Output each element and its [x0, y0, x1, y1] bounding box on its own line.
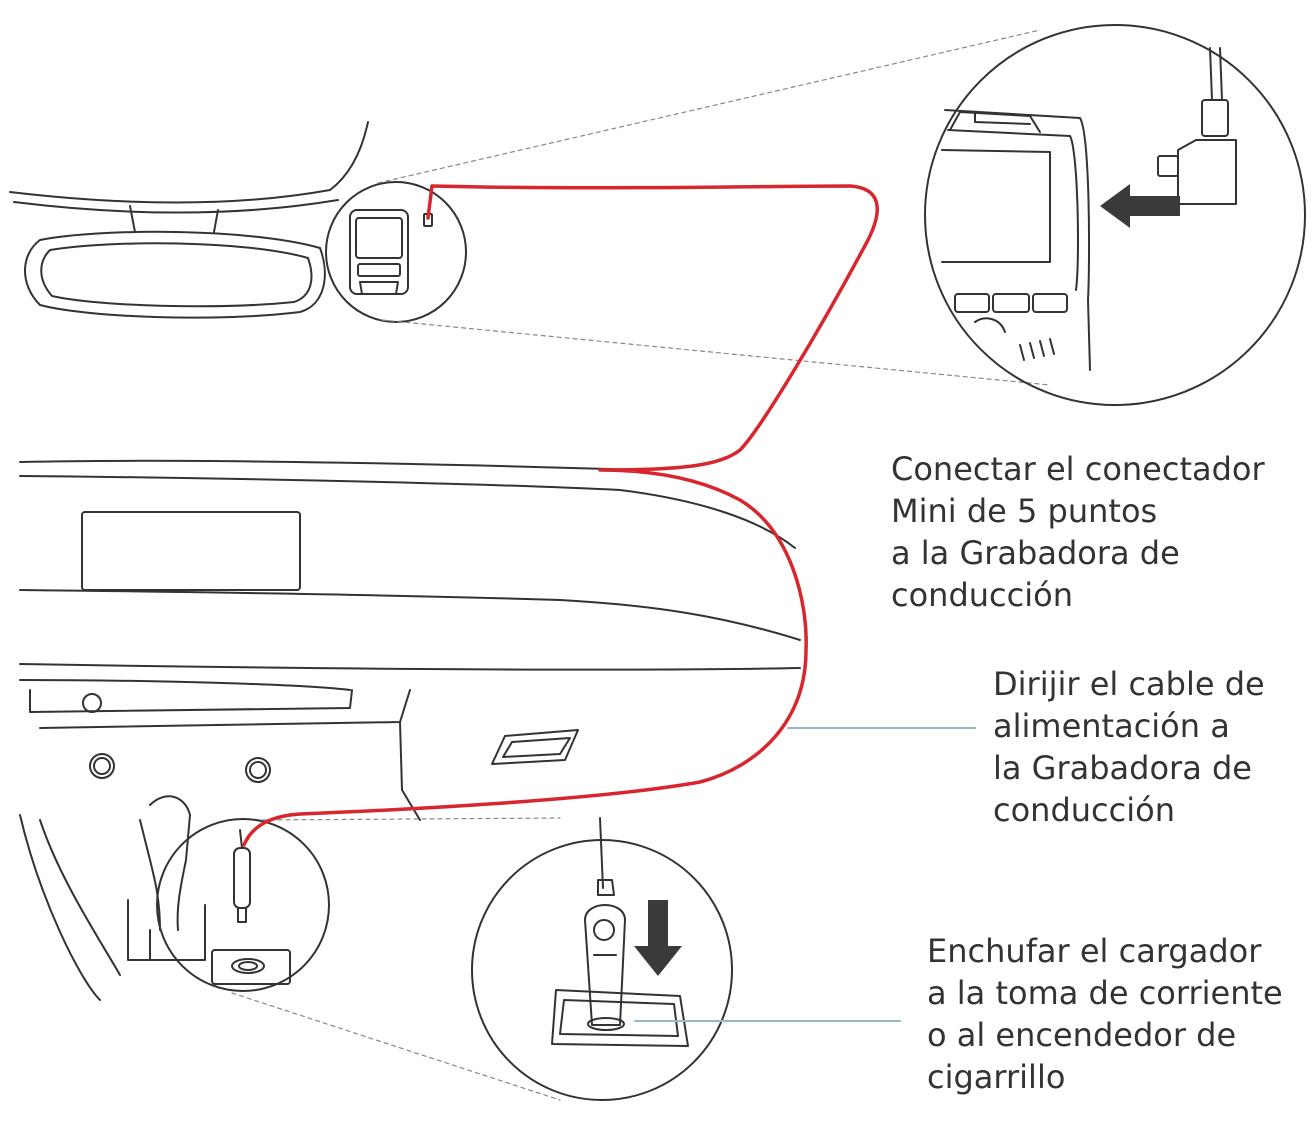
rearview-mirror	[24, 205, 326, 319]
caption-plug-line-2: a la toma de corriente	[927, 974, 1283, 1012]
arrow-left-icon	[1100, 184, 1180, 228]
caption-leader-lines	[634, 727, 976, 1022]
caption-connect-line-1: Conectar el conectador	[891, 450, 1265, 488]
caption-route-line-1: Dirijir el cable de	[993, 665, 1265, 703]
dashcam-zoom-circle	[924, 24, 1306, 406]
caption-connect-line-2: Mini de 5 puntos	[891, 492, 1158, 530]
caption-connect-line-3: a la Grabadora de	[891, 534, 1180, 572]
charger-zoom-circle	[471, 817, 733, 1101]
center-display	[81, 511, 301, 591]
dashboard-top	[19, 459, 801, 641]
caption-plug: Enchufar el cargador a la toma de corrie…	[927, 930, 1283, 1098]
caption-plug-line-3: o al encendedor de	[927, 1016, 1237, 1054]
caption-route-line-2: alimentación a	[993, 707, 1230, 745]
arrow-down-icon	[634, 900, 682, 976]
caption-route-line-4: conducción	[993, 791, 1175, 829]
caption-plug-line-1: Enchufar el cargador	[927, 932, 1262, 970]
charger-location-circle	[156, 818, 330, 992]
caption-route: Dirijir el cable de alimentación a la Gr…	[993, 663, 1265, 831]
zoom-guide-lines-top	[377, 29, 1051, 386]
dashboard-lower	[19, 663, 801, 821]
zoom-guide-lines-bottom	[231, 817, 561, 1101]
caption-plug-line-4: cigarrillo	[927, 1058, 1066, 1096]
center-console	[19, 795, 291, 1001]
caption-connect: Conectar el conectador Mini de 5 puntos …	[891, 448, 1265, 616]
windshield-headliner	[9, 121, 369, 214]
dashcam-location-circle	[325, 181, 467, 323]
dashboard-knobs	[82, 693, 271, 783]
caption-connect-line-4: conducción	[891, 576, 1073, 614]
power-cable	[242, 184, 879, 847]
caption-route-line-3: la Grabadora de	[993, 749, 1252, 787]
